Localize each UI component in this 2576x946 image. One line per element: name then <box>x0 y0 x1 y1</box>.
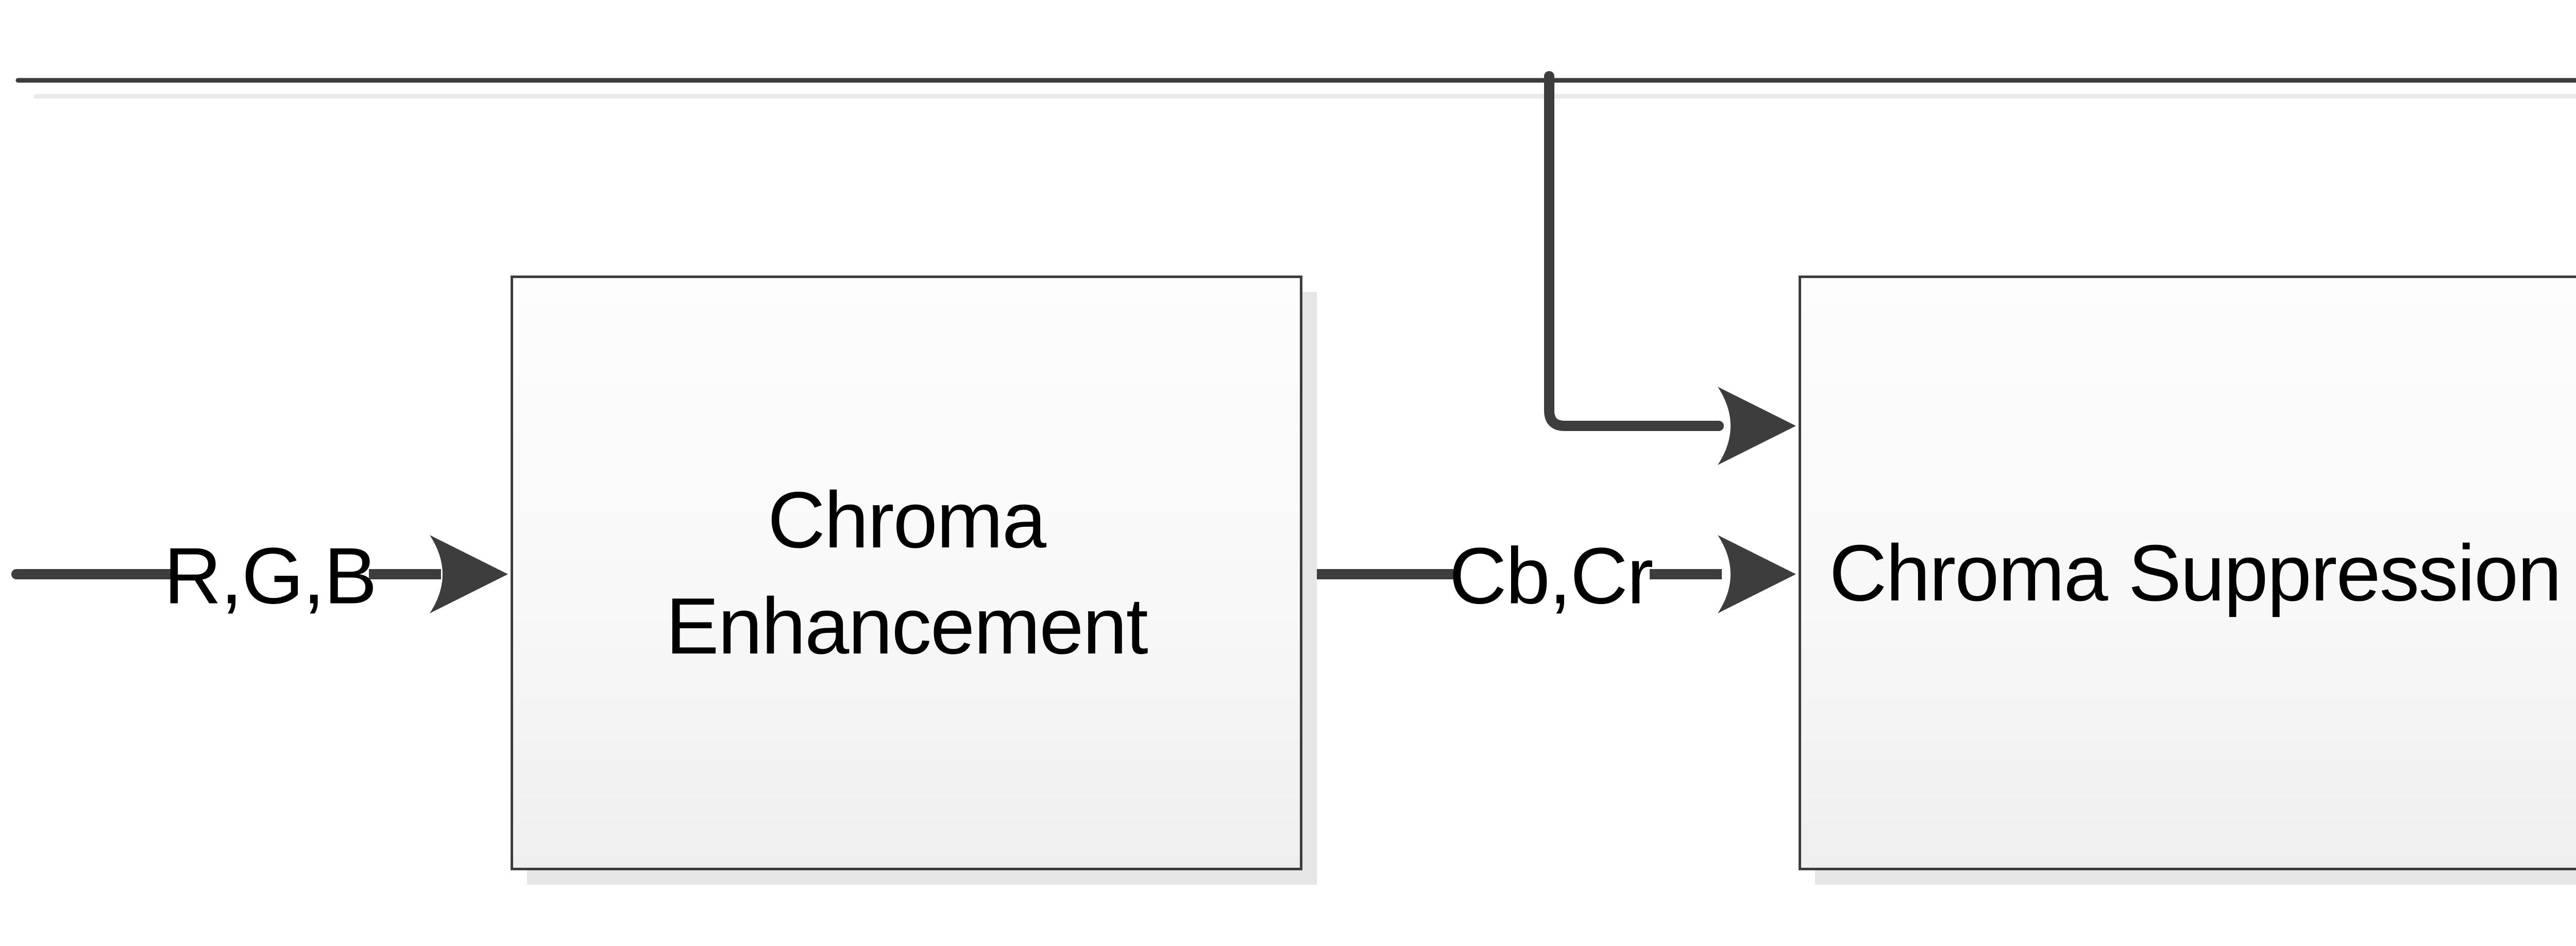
chroma-enhancement-label-line2: Enhancement <box>666 581 1148 670</box>
chroma-enhancement-label-line1: Chroma <box>767 475 1046 564</box>
chroma-suppression-label: Chroma Suppression <box>1829 528 2562 617</box>
cbcr-mid-signal-label: Cb,Cr <box>1449 531 1654 621</box>
luma-branch-connector <box>1544 71 1724 431</box>
rgb-arrowhead <box>430 535 508 613</box>
chroma-suppression-box: Chroma Suppression <box>1799 276 2576 870</box>
rgb-signal-label: R,G,B <box>163 531 377 621</box>
luma-branch-arrowhead <box>1718 387 1796 465</box>
chroma-mid-arrowhead <box>1718 535 1796 613</box>
chroma-enhancement-box: Chroma Enhancement <box>511 276 1302 870</box>
